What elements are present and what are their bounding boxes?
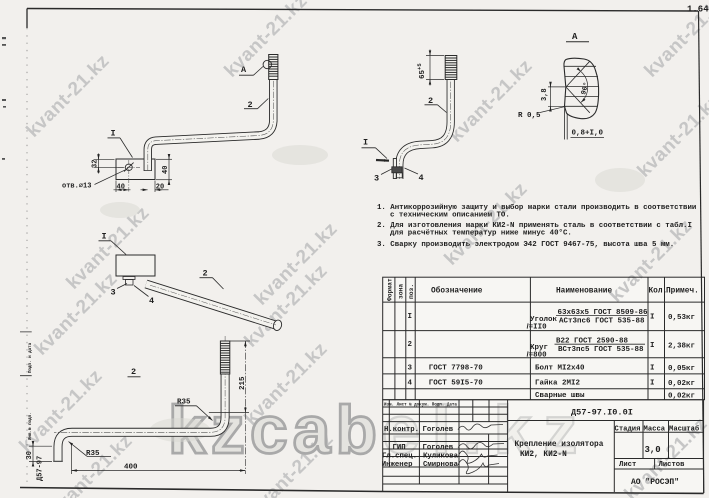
svg-text:l=800: l=800 (527, 350, 548, 360)
svg-text:2: 2 (408, 341, 413, 349)
svg-text:4: 4 (419, 173, 424, 183)
svg-text:0,02кг: 0,02кг (668, 393, 695, 401)
svg-text:Д57-97: Д57-97 (37, 456, 45, 481)
svg-text:А: А (241, 65, 247, 75)
svg-text:2: 2 (248, 100, 253, 110)
svg-text:АО "РОСЭП": АО "РОСЭП" (631, 478, 679, 487)
svg-text:Подп. и дата: Подп. и дата (29, 342, 33, 373)
svg-text:1.64: 1.64 (687, 5, 709, 15)
svg-text:3. Сварку производить электрод: 3. Сварку производить электродом Э42 ГОС… (377, 241, 674, 249)
svg-text:2: 2 (131, 367, 136, 377)
svg-text:Круг: Круг (530, 344, 548, 352)
svg-text:0,8+I,0: 0,8+I,0 (572, 130, 604, 138)
svg-text:Масштаб: Масштаб (669, 425, 700, 434)
svg-text:63х63х5 ГОСТ 8509-86: 63х63х5 ГОСТ 8509-86 (558, 309, 649, 317)
svg-text:3: 3 (374, 174, 379, 184)
svg-text:поз.: поз. (408, 284, 415, 299)
svg-text:Гайка 2МI2: Гайка 2МI2 (535, 379, 581, 388)
svg-text:Болт МI2х40: Болт МI2х40 (535, 365, 585, 373)
svg-text:Наименование: Наименование (556, 288, 612, 296)
svg-text:4: 4 (149, 296, 154, 306)
svg-text:Гоголев: Гоголев (423, 426, 454, 434)
svg-text:ГОСТ 59I5-70: ГОСТ 59I5-70 (429, 380, 484, 388)
svg-text:R35: R35 (177, 399, 191, 407)
svg-text:40: 40 (162, 166, 170, 174)
svg-text:В22 ГОСТ 2590-88: В22 ГОСТ 2590-88 (556, 338, 629, 346)
svg-text:ГОСТ 7798-70: ГОСТ 7798-70 (429, 365, 484, 373)
svg-text:Инженер: Инженер (382, 461, 413, 469)
svg-text:Стадия: Стадия (615, 426, 641, 434)
svg-text:Изм. Лист № докум. Подп. Дата: Изм. Лист № докум. Подп. Дата (384, 403, 457, 408)
svg-text:I: I (363, 137, 368, 147)
svg-text:3: 3 (111, 288, 116, 298)
svg-text:32: 32 (92, 160, 100, 168)
svg-text:l=II0: l=II0 (527, 322, 548, 332)
svg-text:Смирнова: Смирнова (423, 461, 459, 469)
svg-text:А: А (572, 32, 578, 42)
svg-text:Лист: Лист (619, 461, 636, 469)
svg-text:Сварные швы: Сварные швы (535, 392, 585, 400)
svg-text:R 0,5: R 0,5 (518, 112, 541, 120)
svg-text:3,0: 3,0 (645, 445, 661, 455)
svg-text:Кол.: Кол. (649, 288, 668, 296)
svg-text:20: 20 (156, 183, 164, 191)
svg-text:КИ2, КИ2-N: КИ2, КИ2-N (520, 451, 567, 459)
svg-text:2. Для изготовления марки КИ2-: 2. Для изготовления марки КИ2-N применят… (377, 221, 692, 230)
svg-text:R35: R35 (86, 450, 100, 458)
svg-text:Масса: Масса (644, 426, 666, 434)
svg-text:АСт3пс6 ГОСТ 535-88: АСт3пс6 ГОСТ 535-88 (559, 318, 645, 326)
svg-text:Куликова: Куликова (423, 452, 459, 460)
svg-text:2: 2 (428, 96, 433, 106)
svg-text:3,8: 3,8 (541, 88, 549, 101)
svg-text:30: 30 (26, 451, 34, 459)
svg-text:отв.⌀13: отв.⌀13 (62, 183, 91, 191)
svg-text:Формат: Формат (387, 278, 394, 301)
svg-text:I: I (650, 365, 655, 373)
svg-text:зона: зона (398, 284, 405, 299)
svg-text:Гл.спец.: Гл.спец. (382, 452, 417, 460)
svg-text:2,38кг: 2,38кг (668, 343, 695, 351)
svg-text:215: 215 (239, 376, 247, 390)
svg-text:I: I (111, 129, 116, 139)
svg-text:I: I (102, 232, 107, 242)
svg-text:I: I (650, 314, 655, 322)
svg-text:Инв.№ подл.: Инв.№ подл. (28, 412, 33, 440)
svg-text:Примеч.: Примеч. (666, 288, 699, 296)
svg-text:для расчётных температур ниже: для расчётных температур ниже минус 40°С… (390, 229, 572, 238)
svg-text:Гоголев: Гоголев (423, 444, 454, 452)
svg-text:Листов: Листов (659, 461, 685, 469)
svg-text:Крепление изолятора: Крепление изолятора (515, 441, 604, 449)
svg-text:3: 3 (408, 365, 413, 373)
svg-text:0,05кг: 0,05кг (668, 365, 695, 373)
svg-text:ГИП: ГИП (393, 444, 406, 452)
svg-text:65+5: 65+5 (416, 63, 427, 79)
svg-text:I: I (650, 342, 655, 350)
svg-text:400: 400 (124, 464, 138, 472)
svg-text:Д57-97.I0.0I: Д57-97.I0.0I (571, 408, 633, 418)
svg-text:2: 2 (203, 269, 208, 279)
svg-text:0,53кг: 0,53кг (668, 314, 695, 322)
svg-text:ВСт3пс5 ГОСТ 535-88: ВСт3пс5 ГОСТ 535-88 (558, 346, 644, 354)
svg-text:0,02кг: 0,02кг (668, 380, 695, 388)
svg-text:4: 4 (408, 380, 413, 388)
svg-text:Обозначение: Обозначение (431, 287, 483, 296)
svg-text:Уголок: Уголок (530, 316, 558, 324)
svg-text:90°: 90° (579, 81, 591, 96)
svg-text:I: I (650, 380, 655, 388)
svg-text:1. Антикоррозийную защиту и вы: 1. Антикоррозийную защиту и выбор марки … (377, 203, 696, 212)
svg-text:40: 40 (117, 183, 125, 191)
svg-text:с техническим описанием ТО.: с техническим описанием ТО. (390, 212, 510, 220)
svg-text:Н.контр.: Н.контр. (384, 426, 419, 434)
svg-text:I: I (408, 313, 413, 321)
